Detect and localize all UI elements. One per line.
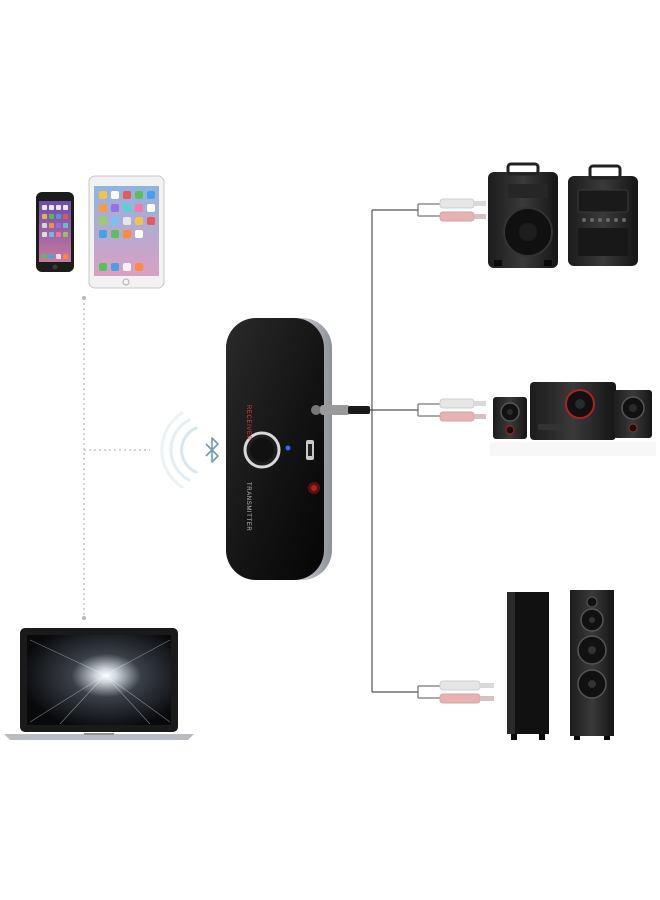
wireless-link-lines — [82, 296, 150, 620]
wireless-signal-icon — [160, 411, 198, 489]
tablet — [88, 175, 165, 289]
status-led — [285, 445, 291, 451]
bluetooth-icon — [205, 437, 219, 463]
rca-plugs-middle — [417, 398, 486, 422]
computer-speaker-right — [614, 390, 652, 438]
pa-speaker-back — [568, 164, 638, 266]
audio-cable — [320, 209, 418, 693]
bluetooth-transmitter-receiver: RECEIVER TRANSMITTER — [226, 318, 332, 580]
rca-plugs-bottom — [417, 680, 494, 704]
tower-speaker-left — [507, 592, 549, 740]
transmitter-label: TRANSMITTER — [245, 482, 251, 531]
tower-speaker-right — [570, 590, 614, 740]
rca-plugs-top — [417, 198, 486, 222]
audio-jack — [311, 405, 321, 415]
laptop — [4, 628, 194, 740]
subwoofer — [530, 382, 616, 440]
speaker-reflection — [490, 442, 656, 456]
smartphone — [36, 192, 74, 272]
computer-speaker-left — [493, 397, 527, 439]
receiver-label: RECEIVER — [245, 405, 251, 441]
pa-speaker-front — [488, 162, 558, 268]
